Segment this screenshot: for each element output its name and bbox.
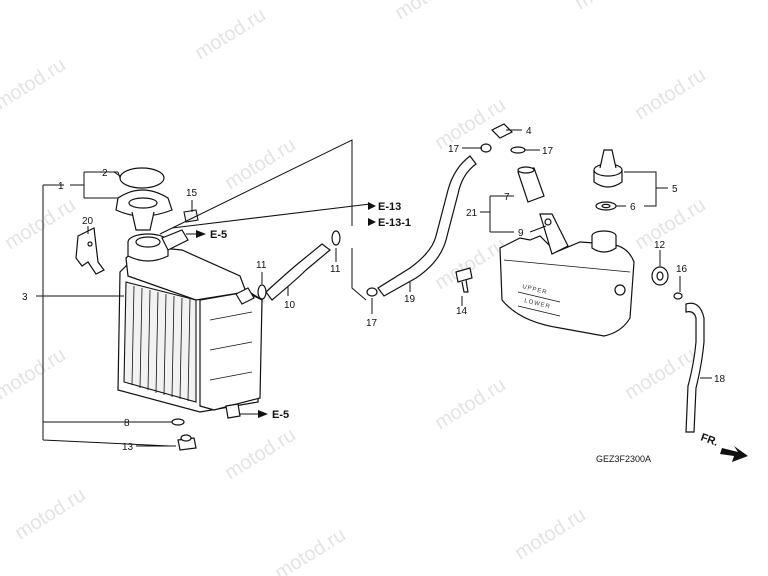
lower-outlet-pipe [225, 403, 241, 419]
bracket-20 [75, 227, 105, 275]
reservoir-seam [503, 259, 631, 273]
watermark: motod.ru [271, 524, 350, 576]
leader-lines [36, 129, 712, 447]
callout-6: 6 [630, 202, 636, 213]
upper-outlet-pipe [161, 229, 189, 251]
tank-level-lines [517, 291, 561, 317]
breather-4 [490, 123, 514, 139]
callout-15: 15 [186, 188, 198, 199]
watermark: motod.ru [11, 484, 90, 544]
callout-17-bottom: 17 [366, 318, 378, 329]
front-marker: FR. [699, 432, 748, 462]
reservoir-tank: UPPER LOWER [499, 213, 635, 337]
clamp-17-right [510, 146, 526, 154]
reservoir-cap-grip [599, 149, 617, 169]
watermark: motod.ru [431, 94, 510, 154]
watermark: motod.ru [0, 344, 70, 404]
callout-13: 13 [122, 442, 134, 453]
watermark: motod.ru [391, 0, 470, 24]
clamp-16 [673, 292, 683, 300]
cap-seal [119, 167, 165, 189]
callout-11-left: 11 [256, 260, 267, 271]
watermark: motod.ru [511, 504, 590, 564]
callout-11-right: 11 [330, 264, 341, 275]
clamp-17-bottom [366, 287, 378, 297]
watermark: motod.ru [0, 54, 70, 114]
callout-8: 8 [124, 418, 130, 429]
callout-14: 14 [456, 306, 468, 317]
callout-18: 18 [714, 374, 726, 385]
clamp-11-right [331, 230, 341, 246]
ref-e5-top: E-5 [210, 229, 227, 241]
bolt-14 [455, 267, 473, 283]
ref-arrow-e13 [368, 202, 376, 210]
callout-5: 5 [672, 184, 678, 195]
watermark: motod.ru [1, 194, 80, 254]
cap-stem [131, 211, 155, 231]
callout-1: 1 [58, 181, 64, 192]
hose-outlet-pipe [235, 287, 255, 305]
radiator-cap [115, 167, 173, 231]
callout-2: 2 [102, 168, 108, 179]
radiator-fin-panel [123, 281, 197, 403]
overflow-hose-18 [685, 302, 705, 433]
clamp-17-top [480, 143, 492, 153]
watermark: motod.ru [571, 0, 650, 14]
ref-arrow-e131 [368, 218, 376, 226]
ref-e13-1: E-13-1 [378, 217, 411, 229]
clamp-11-left [257, 284, 267, 300]
side-tank-ribs [209, 311, 253, 381]
callout-7: 7 [504, 192, 510, 203]
radiator-fins [131, 285, 191, 402]
section-references: E-5 E-5 E-13 E-13-1 [196, 201, 411, 421]
reservoir-outlet [614, 284, 626, 296]
hose-10 [265, 243, 331, 301]
callout-19: 19 [404, 294, 416, 305]
callout-9: 9 [518, 228, 524, 239]
callout-21: 21 [466, 208, 478, 219]
washer-8 [171, 418, 185, 426]
watermark: motod.ru [191, 4, 270, 64]
ref-arrow-e5-bottom [258, 410, 268, 418]
filler-neck-opening [135, 236, 161, 248]
callout-4: 4 [526, 126, 532, 137]
cap-center [128, 197, 158, 209]
watermark: motod.ru [631, 194, 710, 254]
ref-e13: E-13 [378, 201, 401, 213]
hose-19 [377, 155, 477, 297]
callout-16: 16 [676, 264, 688, 275]
diagram-code: GEZ3F2300A [596, 454, 651, 464]
callout-17-top: 17 [448, 144, 460, 155]
ref-e5-bottom: E-5 [272, 409, 289, 421]
reservoir-body [499, 235, 635, 337]
callout-12: 12 [654, 240, 666, 251]
callout-20: 20 [82, 216, 94, 227]
front-arrow-icon [720, 446, 748, 462]
radiator-side-tank [199, 291, 263, 411]
watermark: motod.ru [631, 64, 710, 124]
callout-17-right: 17 [542, 146, 554, 157]
filler-neck-body [127, 242, 169, 262]
callout-10: 10 [284, 300, 296, 311]
radiator-assembly [117, 229, 263, 419]
watermark: motod.ru [431, 374, 510, 434]
callout-3: 3 [22, 292, 28, 303]
watermark: motod.ru [221, 424, 300, 484]
front-label: FR. [699, 432, 720, 449]
callouts: 1 2 3 4 5 6 7 8 9 10 11 11 12 13 14 15 1… [22, 126, 726, 453]
ref-arrow-e5-top [196, 230, 206, 238]
